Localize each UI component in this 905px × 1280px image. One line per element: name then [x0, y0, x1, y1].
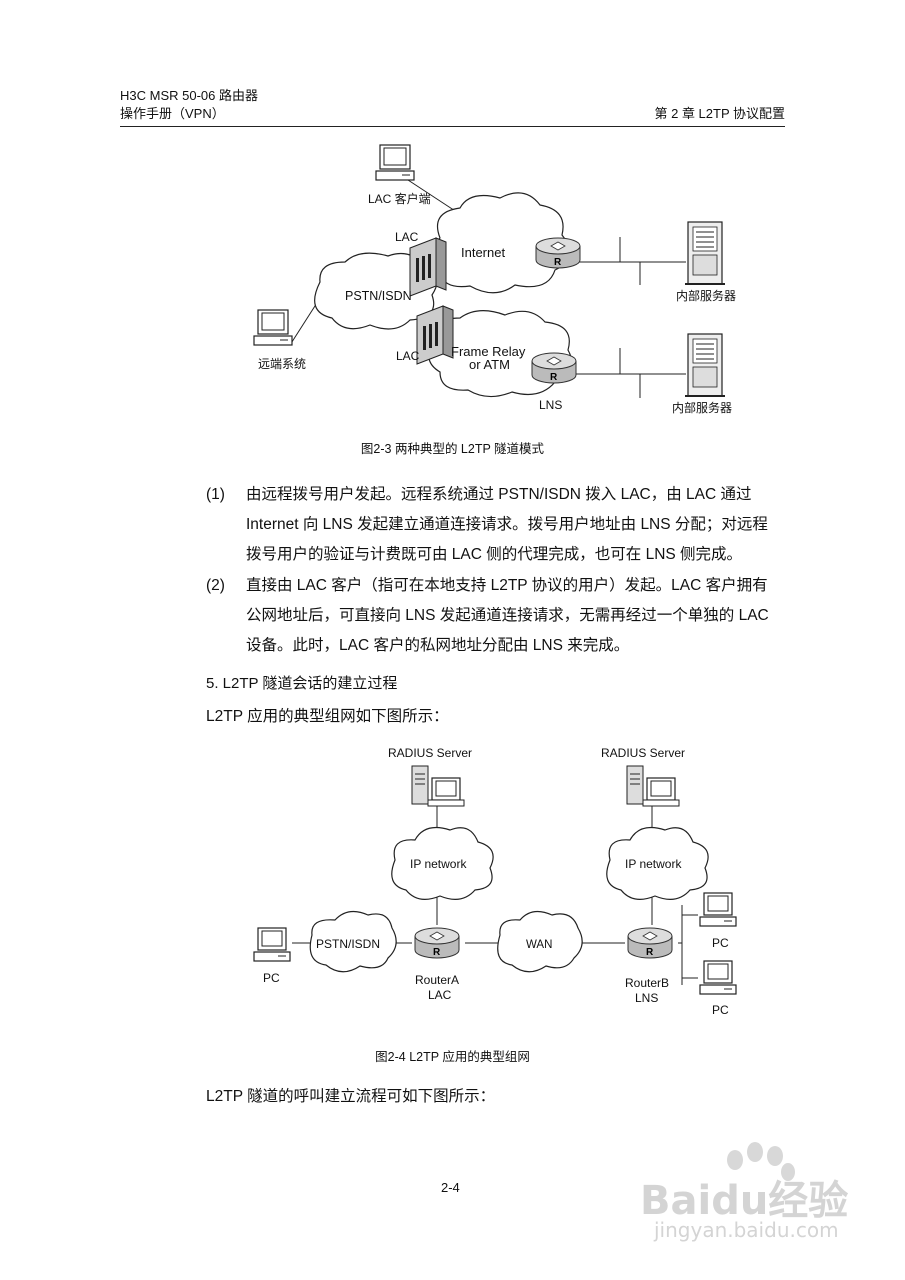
fig1-server-bottom-label: 内部服务器 [672, 400, 732, 415]
fig2-routerB-glyph: R [646, 947, 654, 958]
watermark-url: jingyan.baidu.com [654, 1218, 839, 1242]
fig1-lns-label: LNS [539, 398, 562, 412]
fig2-ipnet-left-label: IP network [410, 857, 467, 871]
list-item-2-text: 直接由 LAC 客户（指可在本地支持 L2TP 协议的用户）发起。LAC 客户拥… [246, 571, 769, 661]
fig2-pc-right-bottom-label: PC [712, 1003, 729, 1017]
fig1-lac-top-label: LAC [395, 230, 419, 244]
fig2-radius-right-label: RADIUS Server [601, 746, 685, 760]
fig2-ipnet-right-label: IP network [625, 857, 682, 871]
list-item-2-line-2: 公网地址后，可直接向 LNS 发起通道连接请求，无需再经过一个单独的 LAC [246, 607, 769, 624]
header-rule [120, 126, 785, 127]
baidu-watermark: Baidu经验 jingyan.baidu.com [640, 1140, 870, 1245]
section-heading: 5. L2TP 隧道会话的建立过程 [206, 675, 398, 692]
fig2-radius-left-label: RADIUS Server [388, 746, 472, 760]
fig1-pstn-label: PSTN/ISDN [345, 289, 412, 303]
figure-2-4: RADIUS Server RADIUS Server IP network I… [253, 746, 737, 1017]
intro-paragraph: L2TP 应用的典型组网如下图所示： [206, 708, 449, 725]
fig2-routerA-glyph: R [433, 947, 441, 958]
paw-icon [727, 1142, 795, 1181]
list-item-2-number: (2) [206, 577, 225, 594]
fig1-router-top-glyph: R [554, 257, 562, 268]
fig1-lac-bottom-label: LAC [396, 349, 420, 363]
fig1-remote-label: 远端系统 [258, 357, 306, 371]
fig2-routerA-role: LAC [428, 988, 452, 1002]
fig1-lac-client-label: LAC 客户端 [368, 191, 431, 206]
fig1-atm-label: or ATM [469, 357, 510, 372]
fig1-internet-label: Internet [461, 245, 505, 260]
fig2-pc-left-label: PC [263, 971, 280, 985]
list-item-1-text: 由远程拨号用户发起。远程系统通过 PSTN/ISDN 拨入 LAC，由 LAC … [246, 480, 768, 570]
fig2-routerA-label: RouterA [415, 973, 459, 987]
fig2-pstn-label: PSTN/ISDN [316, 937, 380, 951]
list-item-2-line-3: 设备。此时，LAC 客户的私网地址分配由 LNS 来完成。 [246, 637, 630, 654]
list-item-2-line-1: 直接由 LAC 客户（指可在本地支持 L2TP 协议的用户）发起。LAC 客户拥… [246, 577, 768, 594]
outro-paragraph: L2TP 隧道的呼叫建立流程可如下图所示： [206, 1088, 496, 1105]
list-item-1-line-2: Internet 向 LNS 发起建立通道连接请求。拨号用户地址由 LNS 分配… [246, 516, 768, 533]
fig2-routerB-role: LNS [635, 991, 658, 1005]
list-item-1-number: (1) [206, 486, 225, 503]
fig1-frame-relay-label: Frame Relay [451, 344, 526, 359]
figure-2-3: LAC 客户端 LAC Internet PSTN/ISDN 远端系统 LAC … [253, 144, 736, 415]
figure-2-4-caption: 图2-4 L2TP 应用的典型组网 [375, 1050, 530, 1064]
list-item-1-line-1: 由远程拨号用户发起。远程系统通过 PSTN/ISDN 拨入 LAC，由 LAC … [246, 486, 752, 503]
header-chapter: 第 2 章 L2TP 协议配置 [654, 106, 785, 121]
figure-2-3-caption: 图2-3 两种典型的 L2TP 隧道模式 [360, 442, 545, 456]
fig2-routerB-label: RouterB [625, 976, 669, 990]
fig1-server-top-label: 内部服务器 [676, 288, 736, 303]
fig2-pc-right-top-label: PC [712, 936, 729, 950]
fig1-router-bottom-glyph: R [550, 372, 558, 383]
header-manual: 操作手册（VPN） [120, 106, 225, 121]
header-product: H3C MSR 50-06 路由器 [120, 88, 258, 103]
watermark-brand: Baidu经验 [640, 1178, 849, 1224]
page-number: 2-4 [441, 1180, 460, 1195]
list-item-1-line-3: 拨号用户的验证与计费既可由 LAC 侧的代理完成，也可在 LNS 侧完成。 [246, 546, 743, 563]
fig2-wan-label: WAN [526, 939, 552, 951]
